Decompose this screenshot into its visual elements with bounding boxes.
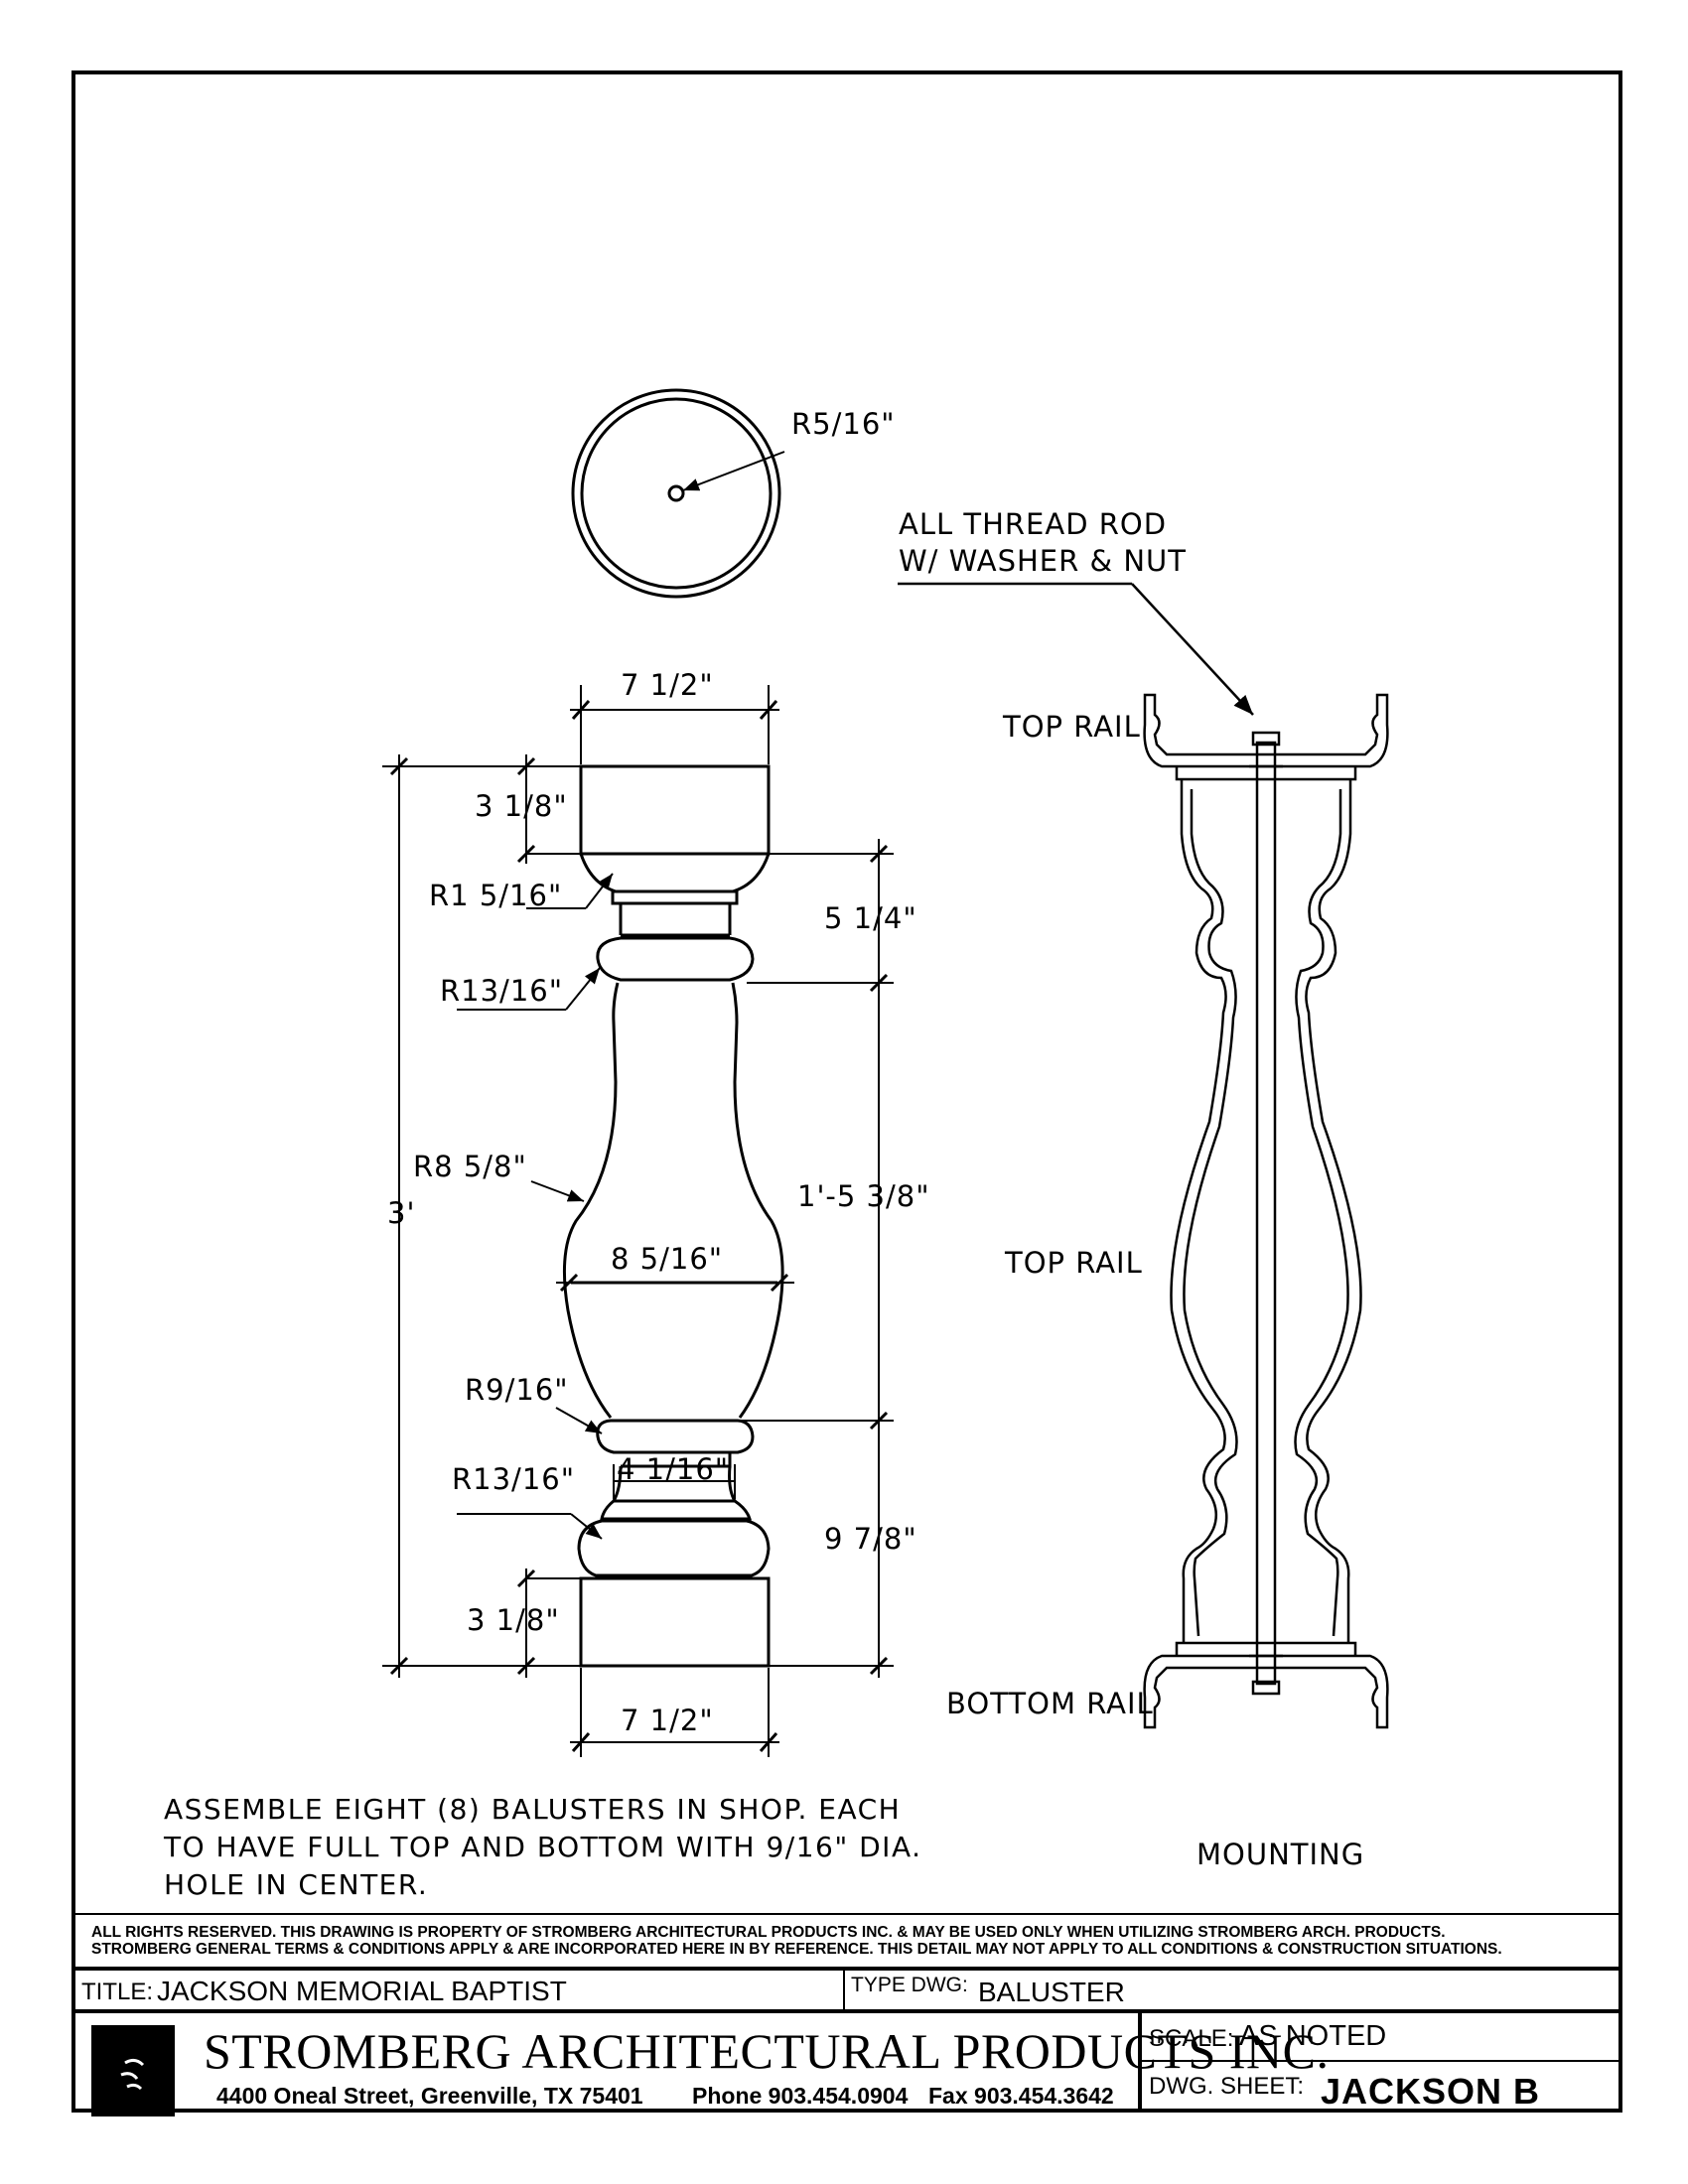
assembly-note-line-2: TO HAVE FULL TOP AND BOTTOM WITH 9/16" D… <box>163 1831 922 1863</box>
radius-5-label: R13/16" <box>452 1462 575 1496</box>
assembly-note-line-3: HOLE IN CENTER. <box>164 1868 428 1901</box>
bottom-width-label: 7 1/2" <box>621 1704 714 1737</box>
rod-radius-label: R5/16" <box>791 407 896 441</box>
rod-callout-line-2: W/ WASHER & NUT <box>899 544 1187 578</box>
belly-width-label: 8 5/16" <box>611 1242 723 1276</box>
radius-3-label: R8 5/8" <box>413 1150 527 1183</box>
base-height-label: 3 1/8" <box>467 1603 560 1637</box>
plan-view <box>571 388 785 599</box>
type-dwg-value: BALUSTER <box>978 1977 1125 2007</box>
rights-line-1: ALL RIGHTS RESERVED. THIS DRAWING IS PRO… <box>91 1924 1446 1941</box>
lower-height-label: 9 7/8" <box>824 1522 917 1556</box>
rod-callout-line-1: ALL THREAD ROD <box>899 507 1167 541</box>
overall-height-label: 3' <box>387 1196 415 1230</box>
top-width-label: 7 1/2" <box>621 668 714 702</box>
company-logo <box>91 2025 175 2116</box>
middle-rail-label: TOP RAIL <box>1004 1246 1143 1280</box>
top-rail-label: TOP RAIL <box>1002 710 1141 744</box>
scale-value: AS NOTED <box>1239 2020 1387 2052</box>
assembly-note-line-1: ASSEMBLE EIGHT (8) BALUSTERS IN SHOP. EA… <box>164 1793 901 1826</box>
bottom-rail-label: BOTTOM RAIL <box>946 1687 1154 1720</box>
rights-line-2: STROMBERG GENERAL TERMS & CONDITIONS APP… <box>91 1941 1502 1958</box>
company-name: STROMBERG ARCHITECTURAL PRODUCTS INC. <box>204 2023 1330 2079</box>
upper-height-label: 5 1/4" <box>824 901 917 935</box>
mounting-caption: MOUNTING <box>1196 1838 1364 1871</box>
neck-width-label: 4 1/16" <box>617 1452 729 1486</box>
mounting-view <box>898 582 1389 1729</box>
title-value: JACKSON MEMORIAL BAPTIST <box>157 1976 567 2006</box>
title-label: TITLE: <box>81 1979 154 2005</box>
scale-label: SCALE: <box>1149 2025 1234 2052</box>
cap-height-label: 3 1/8" <box>475 789 568 823</box>
sheet-border <box>71 70 1622 2113</box>
middle-height-label: 1'-5 3/8" <box>797 1179 930 1213</box>
type-dwg-label: TYPE DWG: <box>851 1974 968 1996</box>
dimension-lines <box>382 685 894 1757</box>
radius-1-label: R1 5/16" <box>429 879 562 912</box>
sheet-value: JACKSON B <box>1321 2071 1541 2112</box>
title-block-grid <box>73 1913 1620 2111</box>
company-phone: Phone 903.454.0904 <box>692 2083 909 2109</box>
baluster-elevation <box>562 764 784 1668</box>
sheet-label: DWG. SHEET: <box>1149 2073 1305 2100</box>
radius-4-label: R9/16" <box>465 1373 569 1407</box>
company-address: 4400 Oneal Street, Greenville, TX 75401 <box>216 2083 643 2109</box>
radius-2-label: R13/16" <box>440 974 563 1008</box>
company-fax: Fax 903.454.3642 <box>928 2083 1114 2109</box>
